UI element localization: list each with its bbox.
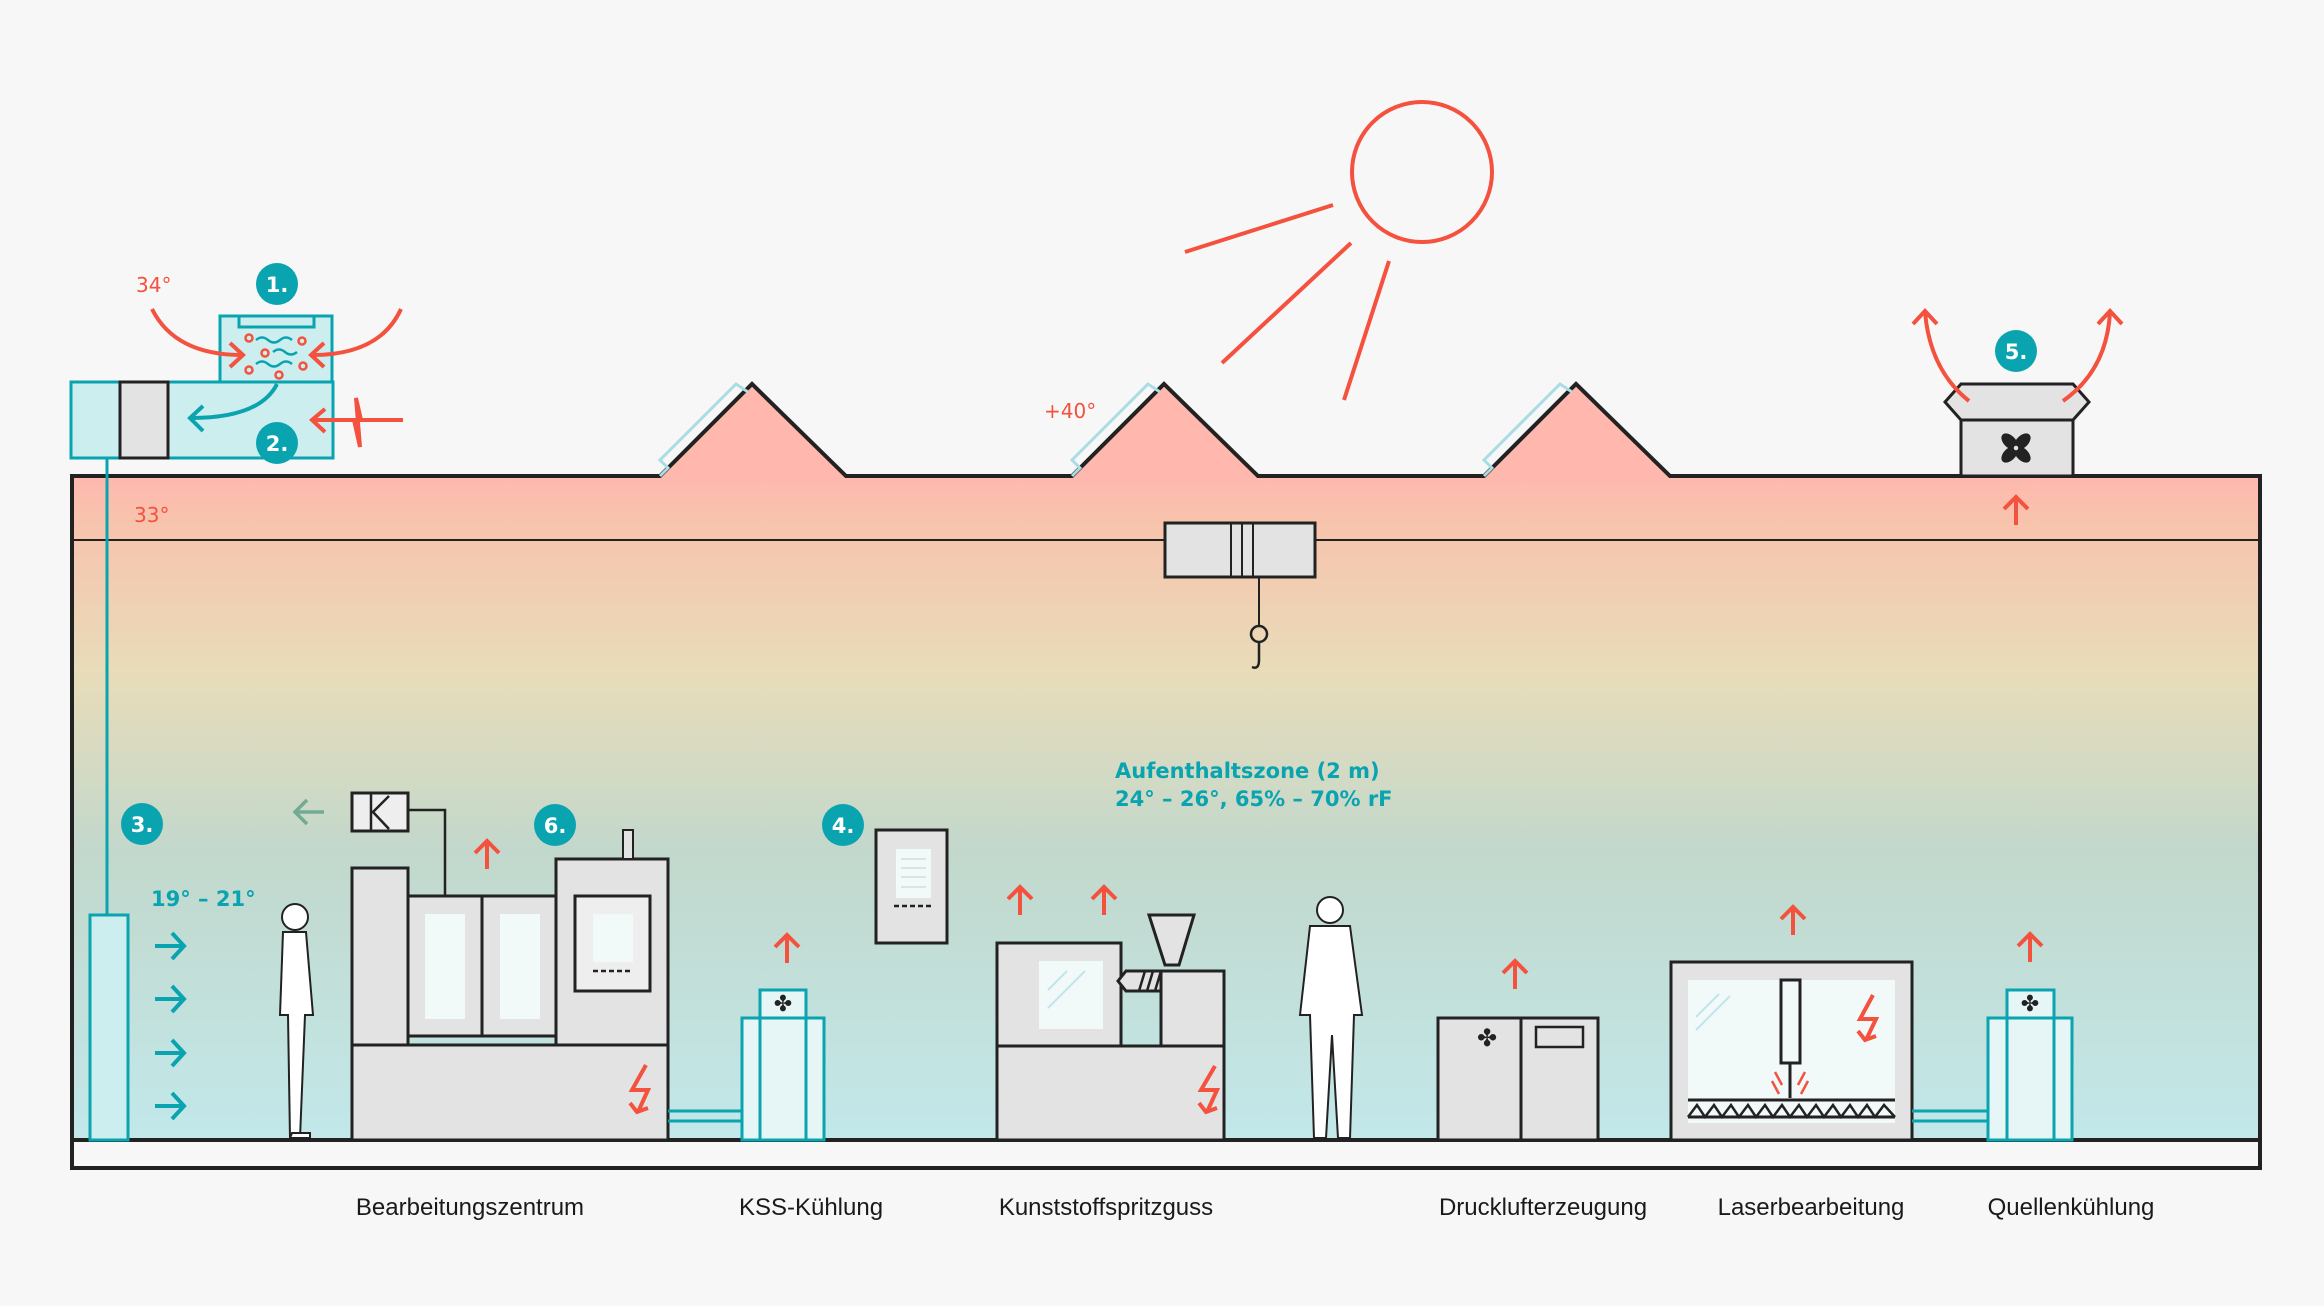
svg-text:6.: 6. [544, 814, 567, 838]
machine-label: Drucklufterzeugung [1439, 1194, 1647, 1221]
extraction-unit [350, 791, 410, 833]
hall-outline [70, 381, 2262, 1142]
fan-icon: ✤ [774, 992, 792, 1017]
svg-text:5.: 5. [2005, 340, 2028, 364]
floor-slab [70, 1138, 2262, 1170]
filter-box [118, 380, 170, 460]
heat-up-arrow-icon [2016, 931, 2044, 962]
worker-figure-side [278, 903, 315, 1139]
overhead-crane [1163, 521, 1317, 669]
occupancy-zone-title: Aufenthaltszone (2 m) [1115, 759, 1380, 783]
climate-control-panel [874, 828, 949, 945]
badge-5: 5. [1995, 330, 2037, 372]
machine-label: Quellenkühlung [1988, 1194, 2155, 1221]
power-icon [1856, 994, 1880, 1043]
fan-icon: ✤ [2021, 992, 2039, 1017]
heat-up-arrow-icon [1006, 884, 1034, 915]
ceiling-temperature-label: 33° [134, 503, 169, 527]
roof-exhaust-fan [1911, 308, 2124, 525]
heat-up-arrow-icon [473, 838, 501, 869]
machine-label: Kunststoffspritzguss [999, 1194, 1213, 1221]
hot-air-inflow-arrow-right [311, 308, 403, 357]
badge-6: 6. [534, 804, 576, 846]
displacement-air-outlet [88, 913, 187, 1142]
roof-glazing [657, 382, 1573, 478]
injection-molding-machine [995, 884, 1226, 1142]
svg-text:1.: 1. [266, 273, 289, 297]
hot-air-inflow-arrow-left [150, 308, 243, 357]
outside-temperature-label: 34° [136, 273, 171, 297]
power-feed-icon [313, 397, 403, 448]
heat-up-arrow-icon [1501, 958, 1529, 989]
machining-center [292, 791, 670, 1142]
heat-up-arrow-icon [1090, 884, 1118, 915]
laser-machine [1669, 904, 1914, 1142]
badge-2: 2. [256, 422, 298, 464]
coolant-cooling-unit: ✤ [668, 932, 826, 1142]
source-cooling-unit: ✤ [1912, 931, 2074, 1142]
heat-up-arrow-icon [1779, 904, 1807, 935]
worker-figure-front [1298, 896, 1364, 1139]
power-icon [628, 1064, 652, 1115]
badge-3: 3. [121, 803, 163, 845]
machine-label: Laserbearbeitung [1718, 1194, 1905, 1221]
sun-icon [1184, 100, 1494, 401]
supply-air-temperature-label: 19° – 21° [151, 887, 256, 911]
compressed-air-unit: ✤ [1436, 958, 1600, 1142]
badge-1: 1. [256, 263, 298, 305]
occupancy-zone-conditions: 24° – 26°, 65% – 70% rF [1115, 787, 1393, 811]
up-arrow-icon [2002, 494, 2030, 525]
badge-4: 4. [822, 804, 864, 846]
water-droplets-icon [255, 336, 298, 368]
heat-up-arrow-icon [773, 932, 801, 963]
exhaust-left-arrow-icon [292, 798, 324, 826]
fan-icon: ✤ [1477, 1024, 1497, 1052]
cool-air-arrow [190, 383, 279, 420]
svg-text:3.: 3. [131, 813, 154, 837]
svg-text:4.: 4. [832, 814, 855, 838]
power-icon [1197, 1064, 1221, 1115]
roof-glass-temperature-label: +40° [1044, 399, 1096, 423]
svg-text:2.: 2. [266, 432, 289, 456]
machine-label: Bearbeitungszentrum [356, 1194, 584, 1221]
exhaust-arrow-left [1923, 311, 1971, 403]
machine-label: KSS-Kühlung [739, 1194, 883, 1221]
fan-icon [2001, 433, 2031, 463]
exhaust-arrow-right [2061, 311, 2112, 403]
